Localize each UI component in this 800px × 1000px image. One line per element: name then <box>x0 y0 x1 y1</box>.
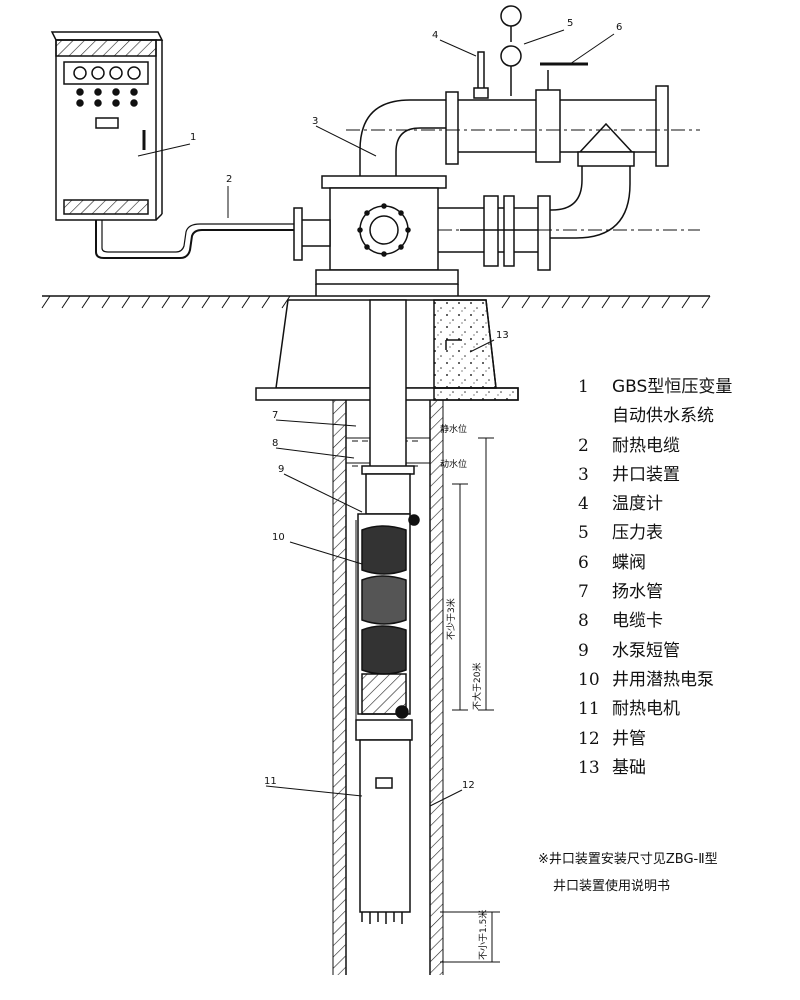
dim-min15-label: 不小于1.5米 <box>477 910 489 960</box>
callout-13: 13 <box>496 330 509 341</box>
callout-11: 11 <box>264 776 277 787</box>
submersible-pump <box>357 513 420 719</box>
outlet-piping <box>359 85 669 271</box>
callout-numbers: 1 2 3 4 5 6 7 8 9 10 11 12 13 <box>190 18 622 791</box>
well-casing <box>332 400 444 975</box>
dim-max20-label: 不大于20米 <box>471 663 483 710</box>
riser-pipe <box>361 299 415 515</box>
butterfly-valve <box>540 62 588 90</box>
callout-12: 12 <box>462 780 475 791</box>
thermometer <box>473 51 489 99</box>
callout-6: 6 <box>616 22 622 33</box>
callout-7: 7 <box>272 410 278 421</box>
callout-3: 3 <box>312 116 318 127</box>
callout-8: 8 <box>272 438 278 449</box>
callout-9: 9 <box>278 464 284 475</box>
water-level-labels: 静水位 动水位 <box>440 423 467 470</box>
note-line-1: ※井口装置安装尺寸见ZBG-Ⅱ型 <box>538 852 718 867</box>
dimension-lines <box>440 437 500 963</box>
legend-item-1-continued: 自动供水系统 <box>612 406 714 427</box>
ground-line <box>41 295 711 309</box>
dynamic-level-label: 动水位 <box>440 458 467 470</box>
callout-1: 1 <box>190 132 196 143</box>
wellhead-device <box>293 175 459 296</box>
callout-10: 10 <box>272 532 285 543</box>
note-line-2: 井口装置使用说明书 <box>553 879 671 894</box>
dimension-labels: 不少于3米 不大于20米 不小于1.5米 <box>445 598 489 960</box>
static-level-label: 静水位 <box>440 423 467 435</box>
installation-note: ※井口装置安装尺寸见ZBG-Ⅱ型 井口装置使用说明书 <box>538 846 718 900</box>
callout-4: 4 <box>432 30 438 41</box>
pressure-gauge <box>500 5 522 96</box>
leader-lines <box>137 29 615 807</box>
dim-min3-label: 不少于3米 <box>445 598 457 640</box>
heat-resistant-cable <box>95 220 298 259</box>
callout-5: 5 <box>567 18 573 29</box>
control-cabinet <box>50 31 164 221</box>
heat-resistant-motor <box>355 719 413 924</box>
callout-2: 2 <box>226 174 232 185</box>
